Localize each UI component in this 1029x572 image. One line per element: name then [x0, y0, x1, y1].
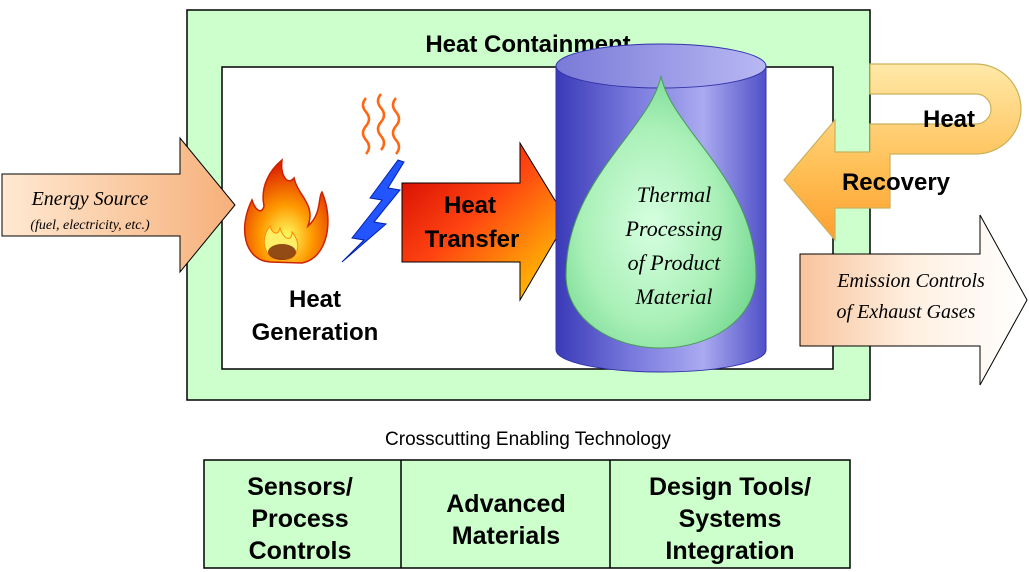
heat-waves-icon: [361, 93, 401, 155]
thermal-processing-cylinder: [555, 43, 767, 373]
crosscutting-cell-design-tools: Design Tools/ Systems Integration: [649, 473, 811, 565]
product-drop-shape: [565, 75, 757, 349]
emission-controls-arrow: [799, 214, 1028, 386]
crosscutting-table: [203, 459, 851, 569]
heat-transfer-label-1: Heat: [444, 192, 496, 219]
heat-generation-label-2: Generation: [252, 319, 379, 346]
heat-transfer-arrow: [401, 141, 568, 302]
energy-source-sublabel: (fuel, electricity, etc.): [30, 218, 150, 233]
svg-text:Advanced: Advanced: [446, 490, 565, 518]
svg-text:Systems: Systems: [679, 505, 782, 533]
energy-source-label: Energy Source: [31, 188, 149, 210]
thermal-processing-line-2: Processing: [625, 216, 723, 241]
heat-recovery-label-1: Heat: [923, 106, 975, 133]
thermal-processing-line-3: of Product: [628, 250, 722, 275]
crosscutting-cell-materials: Advanced Materials: [446, 490, 565, 550]
svg-text:Process: Process: [251, 505, 348, 533]
heat-generation-label-1: Heat: [289, 286, 341, 313]
crosscutting-title: Crosscutting Enabling Technology: [385, 429, 671, 450]
heat-recovery-label-2: Recovery: [842, 169, 951, 196]
svg-text:Sensors/: Sensors/: [247, 473, 353, 501]
emission-controls-label-2: of Exhaust Gases: [837, 301, 976, 323]
thermal-processing-line-1: Thermal: [637, 182, 712, 207]
emission-controls-label-1: Emission Controls: [836, 270, 985, 292]
energy-source-arrow: [1, 136, 236, 274]
svg-text:Controls: Controls: [249, 537, 352, 565]
flame-icon: [244, 158, 329, 264]
heat-recovery-arrow: [783, 63, 1022, 242]
svg-text:Materials: Materials: [452, 522, 560, 550]
thermal-processing-line-4: Material: [635, 284, 713, 309]
svg-text:Design Tools/: Design Tools/: [649, 473, 811, 501]
svg-text:Integration: Integration: [665, 537, 794, 565]
crosscutting-cell-sensors: Sensors/ Process Controls: [247, 473, 353, 565]
lightning-bolt-icon: [341, 159, 405, 263]
heat-transfer-label-2: Transfer: [425, 226, 520, 253]
